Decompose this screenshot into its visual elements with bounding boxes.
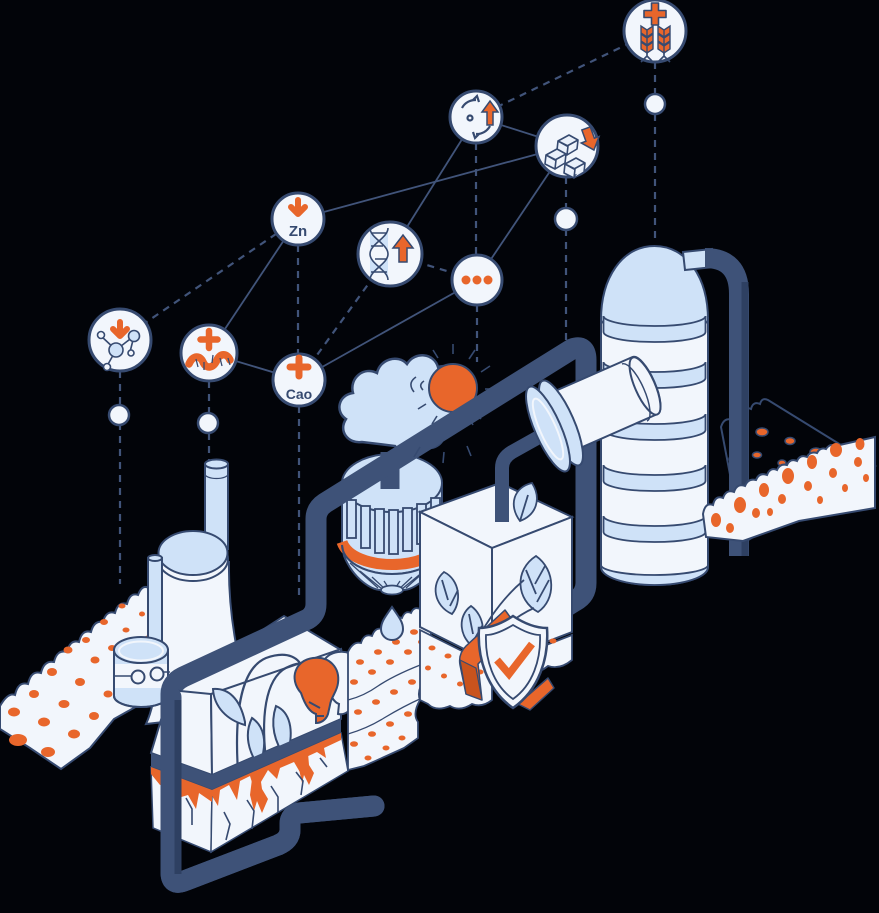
svg-text:Zn: Zn	[289, 223, 307, 240]
svg-text:Cao: Cao	[286, 386, 312, 402]
